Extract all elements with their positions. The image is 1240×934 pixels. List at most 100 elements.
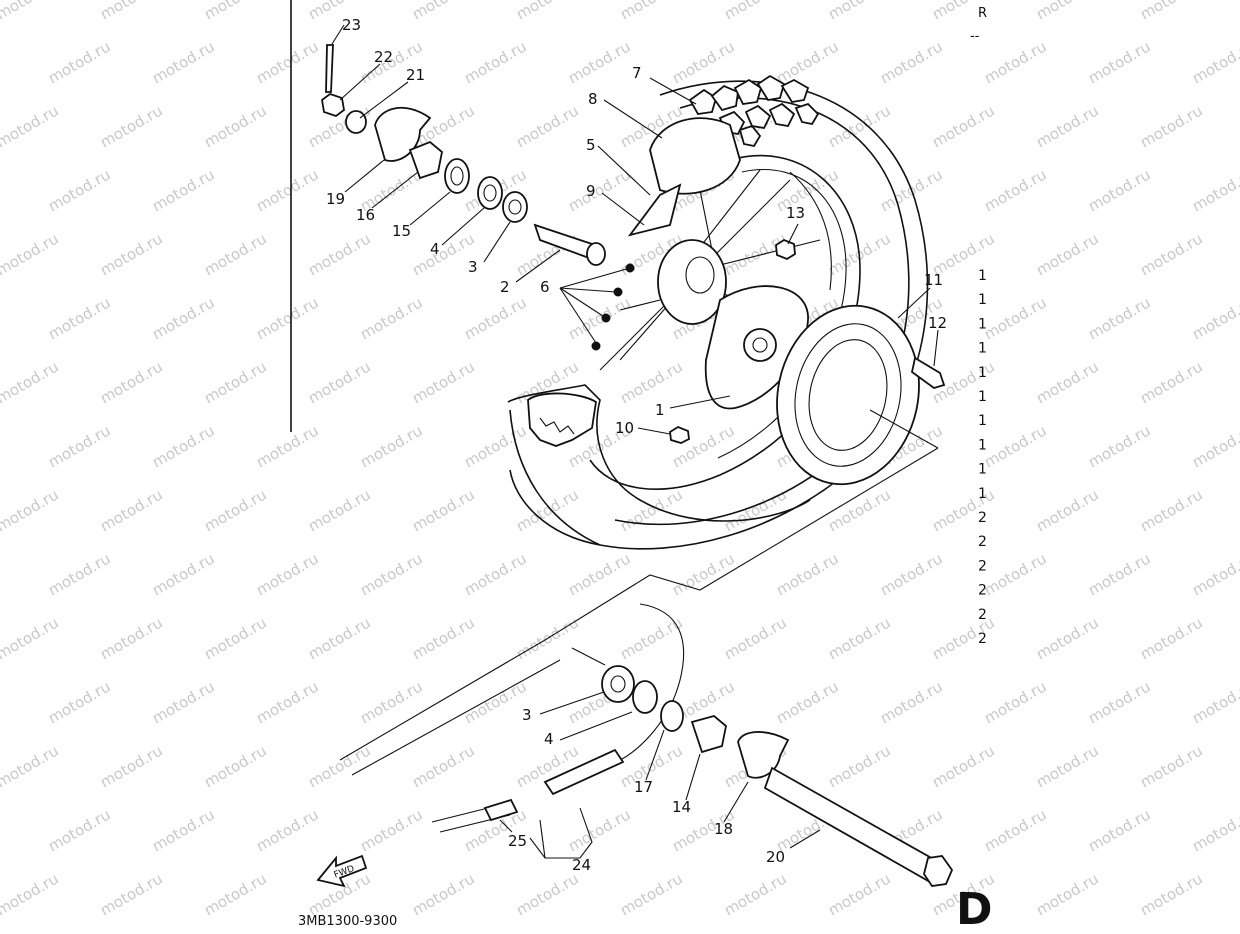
watermark-text: motod.ru [1189, 165, 1240, 215]
watermark-text: motod.ru [201, 741, 270, 791]
watermark-text: motod.ru [253, 37, 322, 87]
lower-small-parts [483, 665, 954, 887]
callout-11: 11 [924, 271, 943, 289]
watermark-text: motod.ru [305, 229, 374, 279]
watermark-text: motod.ru [981, 165, 1050, 215]
watermark-text: motod.ru [45, 805, 114, 855]
quantity-value: 1 [978, 268, 987, 284]
watermark-text: motod.ru [409, 613, 478, 663]
watermark-text: motod.ru [1033, 613, 1102, 663]
watermark-text: motod.ru [45, 37, 114, 87]
quantity-value: 2 [978, 631, 987, 647]
watermark-text: motod.ru [825, 741, 894, 791]
watermark-text: motod.ru [201, 0, 270, 23]
watermark-text: motod.ru [409, 485, 478, 535]
callout-23: 23 [342, 16, 361, 34]
watermark-text: motod.ru [825, 0, 894, 23]
watermark-text: motod.ru [1085, 677, 1154, 727]
watermark-text: motod.ru [1189, 293, 1240, 343]
watermark-text: motod.ru [253, 549, 322, 599]
diagram-code: 3MB1300-9300 [298, 914, 397, 929]
watermark-text: motod.ru [357, 805, 426, 855]
watermark-text: motod.ru [97, 0, 166, 23]
watermark-text: motod.ru [461, 37, 530, 87]
watermark-text: motod.ru [149, 293, 218, 343]
watermark-text: motod.ru [981, 805, 1050, 855]
callout-12: 12 [928, 314, 947, 332]
watermark-text: motod.ru [409, 357, 478, 407]
watermark-text: motod.ru [1189, 421, 1240, 471]
watermark-text: motod.ru [825, 613, 894, 663]
quantity-value: 1 [978, 462, 987, 478]
watermark-text: motod.ru [45, 677, 114, 727]
watermark-text: motod.ru [97, 741, 166, 791]
watermark-text: motod.ru [721, 869, 790, 919]
watermark-text: motod.ru [565, 805, 634, 855]
watermark-text: motod.ru [1189, 805, 1240, 855]
watermark-text: motod.ru [97, 357, 166, 407]
tire-tread [688, 74, 820, 148]
quantity-value: 1 [978, 413, 987, 429]
callout-4-upper: 4 [430, 240, 440, 258]
watermark-text: motod.ru [773, 677, 842, 727]
watermark-text: motod.ru [1189, 549, 1240, 599]
watermark-text: motod.ru [149, 805, 218, 855]
watermark-text: motod.ru [253, 165, 322, 215]
watermark-text: motod.ru [0, 869, 62, 919]
watermark-text: motod.ru [773, 549, 842, 599]
quantity-value: 1 [978, 316, 987, 332]
watermark-text: motod.ru [253, 805, 322, 855]
watermark-text: motod.ru [0, 485, 62, 535]
watermark-text: motod.ru [461, 677, 530, 727]
watermark-text: motod.ru [305, 613, 374, 663]
watermark-text: motod.ru [929, 741, 998, 791]
watermark-text: motod.ru [1137, 741, 1206, 791]
watermark-text: motod.ru [0, 101, 62, 151]
watermark-text: motod.ru [1137, 0, 1206, 23]
watermark-text: motod.ru [97, 869, 166, 919]
watermark-text: motod.ru [1137, 229, 1206, 279]
watermark-text: motod.ru [0, 229, 62, 279]
watermark-text: motod.ru [617, 613, 686, 663]
watermark-text: motod.ru [45, 549, 114, 599]
watermark-text: motod.ru [981, 549, 1050, 599]
watermark-text: motod.ru [825, 101, 894, 151]
watermark-text: motod.ru [253, 293, 322, 343]
callout-5: 5 [586, 136, 596, 154]
watermark-text: motod.ru [721, 0, 790, 23]
watermark-text: motod.ru [461, 549, 530, 599]
callout-7: 7 [632, 64, 642, 82]
watermark-text: motod.ru [1085, 37, 1154, 87]
watermark-text: motod.ru [1085, 805, 1154, 855]
rear-wheel [507, 74, 929, 550]
watermark-text: motod.ru [201, 869, 270, 919]
watermark-text: motod.ru [929, 0, 998, 23]
watermark-text: motod.ru [773, 37, 842, 87]
watermark-text: motod.ru [1033, 101, 1102, 151]
watermark-text: motod.ru [409, 0, 478, 23]
watermark-text: motod.ru [1085, 293, 1154, 343]
watermark-text: motod.ru [565, 293, 634, 343]
quantity-value: 2 [978, 607, 987, 623]
watermark-text: motod.ru [617, 485, 686, 535]
watermark-text: motod.ru [1137, 485, 1206, 535]
callout-19: 19 [326, 190, 345, 208]
watermark-text: motod.ru [409, 869, 478, 919]
watermark-text: motod.ru [461, 421, 530, 471]
watermark-text: motod.ru [1085, 165, 1154, 215]
watermark-text: motod.ru [1085, 421, 1154, 471]
watermark-text: motod.ru [357, 293, 426, 343]
watermark-text: motod.ru [825, 485, 894, 535]
watermark-text: motod.ru [1033, 741, 1102, 791]
callout-1: 1 [655, 401, 665, 419]
watermark-text: motod.ru [513, 0, 582, 23]
section-letter: D [956, 884, 993, 930]
leader-lines [339, 409, 939, 833]
quantity-value: 2 [978, 558, 987, 574]
watermark-text: motod.ru [617, 869, 686, 919]
dash-mark: -- [970, 29, 980, 44]
watermark-text: motod.ru [981, 421, 1050, 471]
watermark-text: motod.ru [201, 229, 270, 279]
watermark-text: motod.ru [97, 101, 166, 151]
callout-16: 16 [356, 206, 375, 224]
